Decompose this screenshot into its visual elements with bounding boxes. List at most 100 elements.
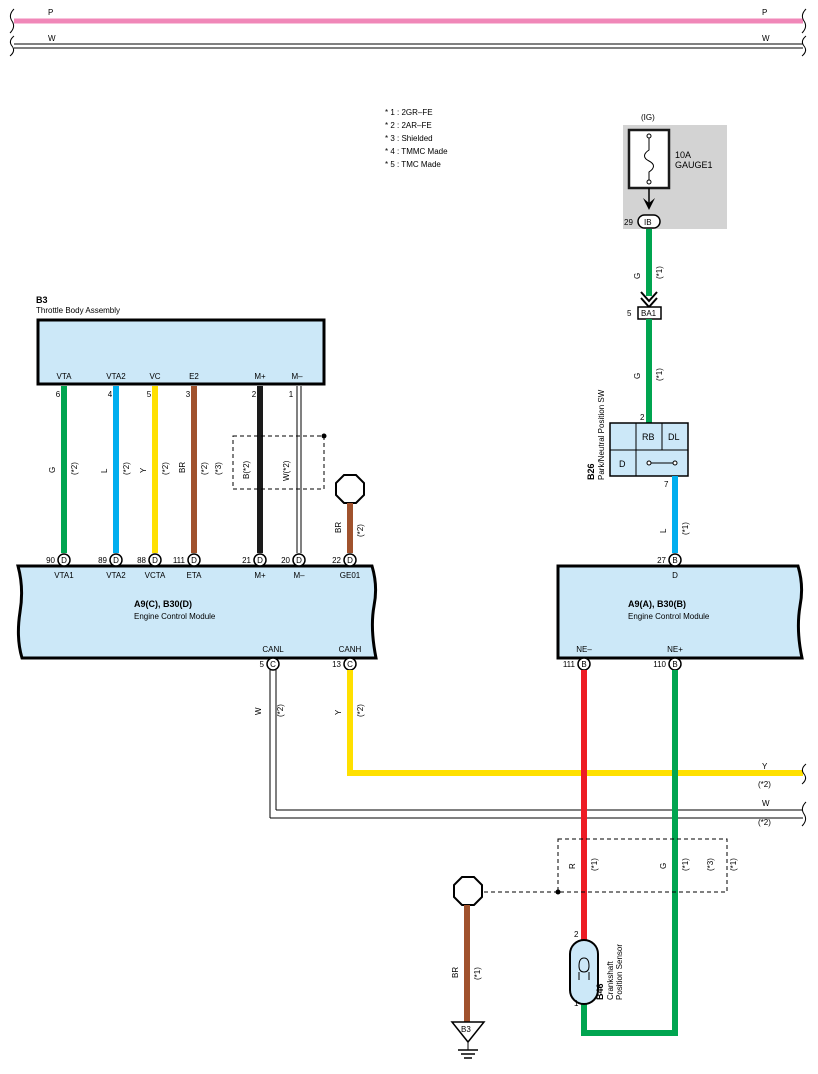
ecm-left-bottom-0-letter: C	[270, 660, 276, 669]
top-p-left-label: P	[48, 8, 53, 17]
wire-vta2-color: L	[100, 468, 109, 473]
ecm-left-pin-4-letter: D	[257, 556, 263, 565]
ecm-right-top-pin: B	[668, 553, 682, 567]
ecm-left-bottom-1-name: CANH	[339, 645, 362, 654]
ecm-left-pin-4-name: M+	[254, 571, 266, 580]
wire-w-right-note: (*2)	[758, 818, 771, 827]
shield-crank-note: (*3)	[706, 858, 715, 871]
fuse-gauge1: (IG) 10A GAUGE1 IB 29	[623, 113, 727, 229]
ecm-left-title: A9(C), B30(D)	[134, 599, 192, 609]
ecm-left-pin-6-letter: D	[347, 556, 353, 565]
ecm-left-pin-6: D	[343, 553, 357, 567]
b3-terminal-4-pin: 2	[252, 390, 257, 399]
top-wire-w: W W	[9, 34, 807, 57]
top-p-right-label: P	[762, 8, 767, 17]
ecm-left-pin-4-number: 21	[242, 556, 251, 565]
wire-canh-color: Y	[334, 709, 343, 715]
ecm-right-name: Engine Control Module	[628, 612, 710, 621]
ecm-left-pin-3-letter: D	[191, 556, 197, 565]
wire-canh	[347, 670, 807, 785]
fuse-connector: IB	[644, 218, 652, 227]
ground-label: B3	[461, 1025, 471, 1034]
ecm-left-pin-3-name: ETA	[187, 571, 203, 580]
ecm-left-bottom-1-letter: C	[347, 660, 353, 669]
ecm-left-pin-5-letter: D	[296, 556, 302, 565]
ecm-right-bottom-1-number: 110	[653, 660, 666, 669]
ecm-right: A9(A), B30(B) Engine Control Module	[556, 564, 804, 660]
crankshaft-sensor: 2 1 B46 Crankshaft Position Sensor	[569, 930, 624, 1008]
wire-g-fuse-note: (*1)	[655, 266, 664, 279]
shield-motor: (*3) B(*2) W(*2)	[214, 433, 327, 490]
shield-motor-note: (*3)	[214, 462, 223, 475]
ecm-right-bottom-0-letter: B	[581, 660, 586, 669]
park-neutral-switch: RB DL D 2 7 B26 Park/Neutral Position SW	[586, 389, 689, 489]
b3-terminal-3-pin: 3	[186, 390, 191, 399]
pnp-name: Park/Neutral Position SW	[597, 389, 606, 480]
ecm-left-pin-2-name: VCTA	[145, 571, 166, 580]
wire-y-right-note: (*2)	[758, 780, 771, 789]
b3-name: Throttle Body Assembly	[36, 306, 120, 315]
ecm-right-bottom-1: B	[668, 657, 682, 671]
b3-terminal-0-name: VTA	[57, 372, 73, 381]
ground-b3: BR (*1) B3	[450, 876, 486, 1059]
wire-vc-note: (*2)	[161, 462, 170, 475]
b3-terminal-3-name: E2	[189, 372, 199, 381]
shield-crank-note2: (*1)	[729, 858, 738, 871]
pnp-cell-d: D	[619, 459, 626, 469]
wire-vta-note: (*2)	[70, 462, 79, 475]
top-wire-p: P P	[9, 8, 807, 34]
wire-w-right-color: W	[762, 799, 770, 808]
ecm-left-pin-6-number: 22	[332, 556, 341, 565]
fuse-rating: 10A	[675, 150, 691, 160]
ecm-left-bottom-1: C	[343, 657, 357, 671]
fuse-name: GAUGE1	[675, 160, 713, 170]
ecm-left-pin-0: D	[57, 553, 71, 567]
crank-code: B46	[595, 983, 605, 1000]
wire-e2-color: BR	[178, 462, 187, 473]
wire-ground-note: (*1)	[473, 967, 482, 980]
wire-ground-color: BR	[451, 967, 460, 978]
ecm-left-bottom-0-name: CANL	[262, 645, 284, 654]
top-w-right-label: W	[762, 34, 770, 43]
ge01-ground-point: BR (*2)	[334, 474, 365, 553]
wire-g-fuse-color: G	[633, 273, 642, 279]
crank-name1: Crankshaft	[606, 961, 615, 1000]
ecm-left-bottom-1-number: 13	[332, 660, 341, 669]
ecm-left-pin-0-number: 90	[46, 556, 55, 565]
crank-pin-bottom: 1	[574, 999, 579, 1008]
ecm-left: A9(C), B30(D) Engine Control Module	[16, 564, 378, 660]
ecm-right-bottom-0: B	[577, 657, 591, 671]
ecm-right-bottom-0-name: NE–	[576, 645, 592, 654]
wire-ne-minus-note: (*1)	[590, 858, 599, 871]
connector-ba1: BA1 5	[627, 291, 662, 320]
ecm-left-pin-4: D	[253, 553, 267, 567]
wire-l-pnp-color: L	[659, 528, 668, 533]
ecm-left-name: Engine Control Module	[134, 612, 216, 621]
ecm-left-pin-3: D	[187, 553, 201, 567]
pnp-pin-top: 2	[640, 413, 645, 422]
note-5: * 5 : TMC Made	[385, 160, 441, 169]
wire-vc-color: Y	[139, 467, 148, 473]
shield-crank: (*3) (*1)	[484, 838, 738, 895]
wire-canl	[269, 670, 807, 827]
wire-m-minus	[296, 386, 302, 553]
ecm-left-pin-6-name: GE01	[340, 571, 361, 580]
fuse-pin: 29	[624, 218, 633, 227]
wire-ne-plus-note: (*1)	[681, 858, 690, 871]
wire-mminus-label: W(*2)	[282, 460, 291, 481]
ecm-left-pin-0-name: VTA1	[54, 571, 74, 580]
ecm-right-top-pin-letter: B	[672, 556, 677, 565]
wire-g-ba1-color: G	[633, 373, 642, 379]
ecm-right-bottom-1-name: NE+	[667, 645, 683, 654]
wire-ne-minus-color: R	[568, 863, 577, 869]
note-2: * 2 : 2AR–FE	[385, 121, 432, 130]
ecm-left-pin-5-number: 20	[281, 556, 290, 565]
note-4: * 4 : TMMC Made	[385, 147, 448, 156]
pnp-cell-dl: DL	[668, 432, 680, 442]
ecm-right-bottom-1-letter: B	[672, 660, 677, 669]
ecm-left-pin-2-letter: D	[152, 556, 158, 565]
ecm-left-pin-2-number: 88	[137, 556, 146, 565]
wire-ne-plus-color: G	[659, 863, 668, 869]
ecm-right-title: A9(A), B30(B)	[628, 599, 686, 609]
